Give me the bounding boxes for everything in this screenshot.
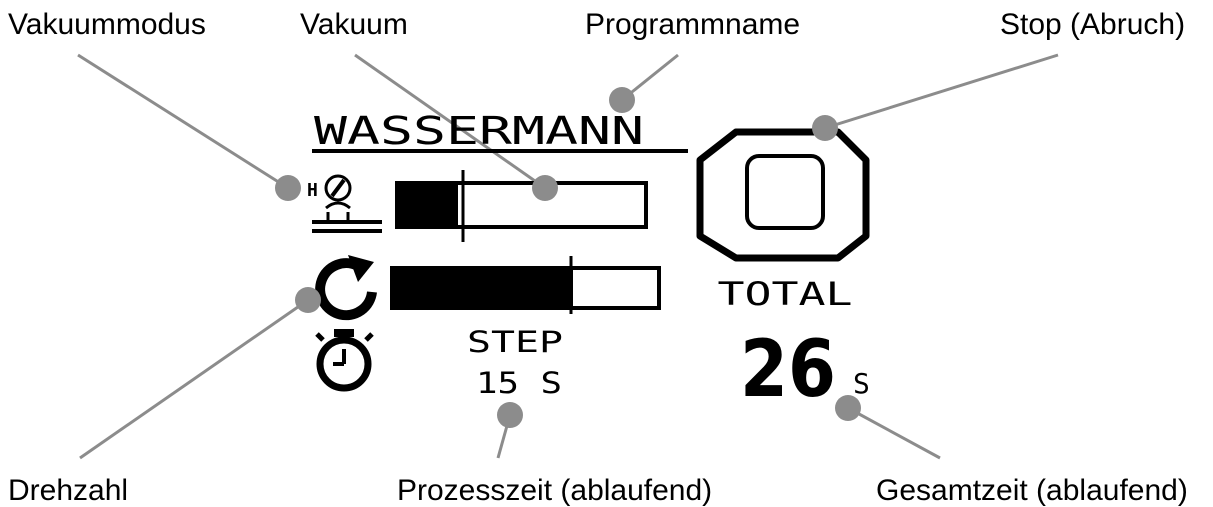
dot-vakuummodus bbox=[275, 175, 301, 201]
vacuum-bar bbox=[395, 170, 648, 242]
label-vakuummodus: Vakuummodus bbox=[8, 8, 206, 41]
leader-lines bbox=[77, 53, 1059, 460]
dot-programmname bbox=[609, 87, 635, 113]
step-label: STEP bbox=[467, 325, 563, 359]
speed-bar bbox=[390, 256, 661, 314]
callout-labels: Vakuummodus Vakuum Programmname Stop (Ab… bbox=[8, 8, 1188, 507]
leader-gesamtzeit bbox=[847, 406, 941, 460]
svg-text:H: H bbox=[307, 180, 318, 201]
total-unit: S bbox=[853, 367, 870, 400]
stop-button[interactable] bbox=[696, 128, 870, 262]
program-name: WASSERMANN bbox=[314, 109, 644, 153]
stop-square-icon[interactable] bbox=[745, 154, 825, 230]
stopwatch-icon bbox=[315, 329, 374, 392]
speed-bar-fill bbox=[394, 270, 573, 306]
callout-dots bbox=[275, 87, 861, 428]
dot-vakuum bbox=[532, 175, 558, 201]
dot-gesamtzeit bbox=[835, 395, 861, 421]
dot-prozesszeit bbox=[497, 402, 523, 428]
leader-drehzahl bbox=[79, 298, 309, 460]
label-prozesszeit: Prozesszeit (ablaufend) bbox=[397, 474, 712, 507]
step-time: 15 S bbox=[476, 366, 562, 400]
label-vakuum: Vakuum bbox=[300, 8, 408, 41]
leader-stop bbox=[824, 53, 1059, 130]
vacuum-bar-fill bbox=[399, 185, 458, 225]
leader-vakuum bbox=[354, 53, 546, 190]
label-stop: Stop (Abruch) bbox=[1000, 8, 1185, 41]
vacuum-mode-h-icon: H bbox=[307, 174, 382, 233]
leader-vakuummodus bbox=[77, 53, 289, 190]
dot-stop bbox=[812, 115, 838, 141]
label-programmname: Programmname bbox=[585, 8, 800, 41]
label-drehzahl: Drehzahl bbox=[8, 474, 128, 507]
lcd-display: WASSERMANN H bbox=[307, 109, 870, 415]
rotate-arrow-icon bbox=[315, 255, 377, 321]
total-value: 26 bbox=[740, 325, 836, 415]
label-gesamtzeit: Gesamtzeit (ablaufend) bbox=[876, 474, 1188, 507]
dot-drehzahl bbox=[295, 287, 321, 313]
total-label: TOTAL bbox=[718, 275, 853, 313]
